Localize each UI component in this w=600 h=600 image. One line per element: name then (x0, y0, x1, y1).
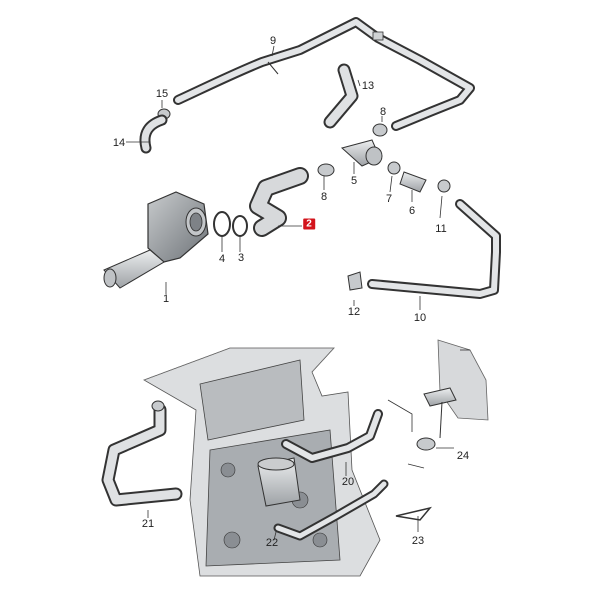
label-part-12: 12 (347, 306, 361, 318)
part-3-o-ring (232, 215, 248, 237)
part-5-t-piece (340, 139, 383, 167)
top-leader-lines (126, 45, 443, 310)
label-part-5: 5 (350, 175, 358, 187)
label-part-21: 21 (141, 518, 155, 530)
part-9-breather-pipe (173, 17, 475, 131)
part-10-long-hose (367, 199, 501, 299)
bottom-leader-lines (147, 399, 454, 541)
part-11-clamp (437, 179, 451, 193)
label-part-2-highlighted: 2 (303, 218, 315, 230)
label-part-15: 15 (155, 88, 169, 100)
part-8-clamp-lower (317, 163, 335, 177)
label-part-23: 23 (411, 535, 425, 547)
part-13-hose (323, 63, 359, 129)
label-part-13: 13 (361, 80, 375, 92)
label-part-4: 4 (218, 253, 226, 265)
part-22-pipe (273, 479, 389, 541)
part-2-hose (249, 167, 309, 237)
label-part-10: 10 (413, 312, 427, 324)
part-24-clamp (416, 437, 436, 451)
label-part-14: 14 (112, 137, 126, 149)
part-6-valve (399, 171, 427, 193)
part-21-hose (101, 400, 183, 507)
label-part-3: 3 (237, 252, 245, 264)
part-8-clamp-upper (372, 123, 388, 137)
label-part-7: 7 (385, 193, 393, 205)
detail-housing-top-right (423, 339, 489, 439)
part-14-elbow-hose (139, 114, 168, 154)
label-part-9: 9 (269, 35, 277, 47)
part-1-housing (103, 191, 209, 289)
label-part-11: 11 (435, 223, 447, 235)
label-part-6: 6 (408, 205, 416, 217)
label-part-20: 20 (341, 476, 355, 488)
label-part-8-lower: 8 (320, 191, 328, 203)
part-4-o-ring (213, 211, 231, 237)
label-part-1: 1 (162, 293, 170, 305)
label-part-22: 22 (265, 537, 279, 549)
label-part-24: 24 (456, 450, 470, 462)
part-7-clamp (387, 161, 401, 175)
part-23-clip (395, 506, 433, 521)
label-part-8-upper: 8 (379, 106, 387, 118)
part-12-clip (347, 271, 363, 291)
part-20-pipe (257, 409, 383, 507)
